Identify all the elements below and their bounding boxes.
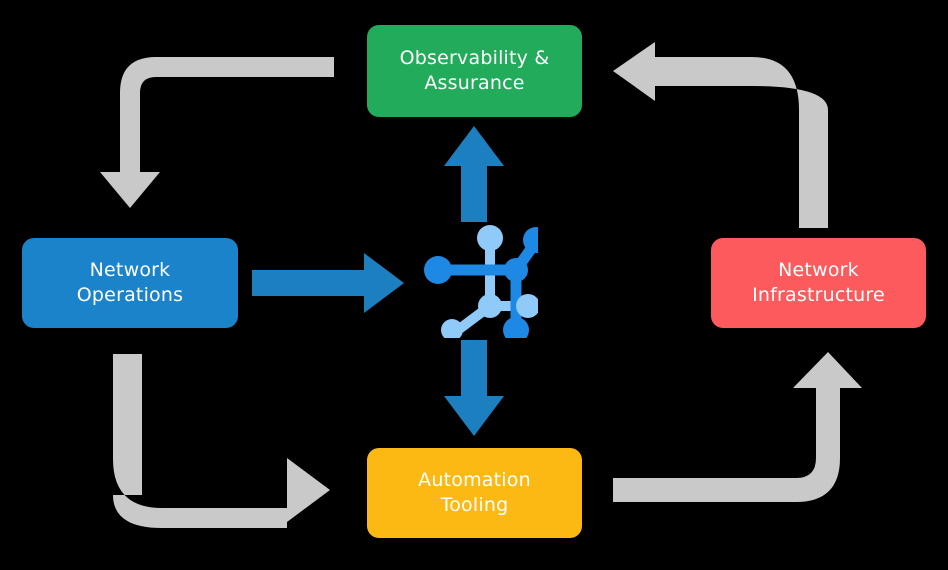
arrow-operations-to-center [252,253,404,313]
network-node [424,256,452,284]
node-box-observability[interactable]: Observability & Assurance [367,25,582,117]
network-node [477,225,503,251]
network-node [504,258,528,282]
arrow-center-to-automation [444,340,504,436]
network-node [441,319,463,338]
network-node [478,294,502,318]
node-box-network-infrastructure[interactable]: Network Infrastructure [711,238,926,328]
arrow-automation-to-infrastructure [613,352,862,502]
network-node [523,227,538,253]
arrow-observability-to-operations [100,57,334,208]
network-topology-icon [424,225,538,338]
network-node [503,317,529,338]
node-box-automation-tooling[interactable]: Automation Tooling [367,448,582,538]
arrow-center-to-observability [444,126,504,222]
node-label-observability: Observability & Assurance [399,46,550,94]
arrow-infrastructure-to-observability [613,42,828,228]
node-label-network-infrastructure: Network Infrastructure [752,258,885,306]
node-label-network-operations: Network Operations [76,258,184,306]
node-box-network-operations[interactable]: Network Operations [22,238,238,328]
arrow-operations-to-automation [113,354,330,528]
network-node [516,294,538,318]
node-label-automation-tooling: Automation Tooling [418,468,531,516]
